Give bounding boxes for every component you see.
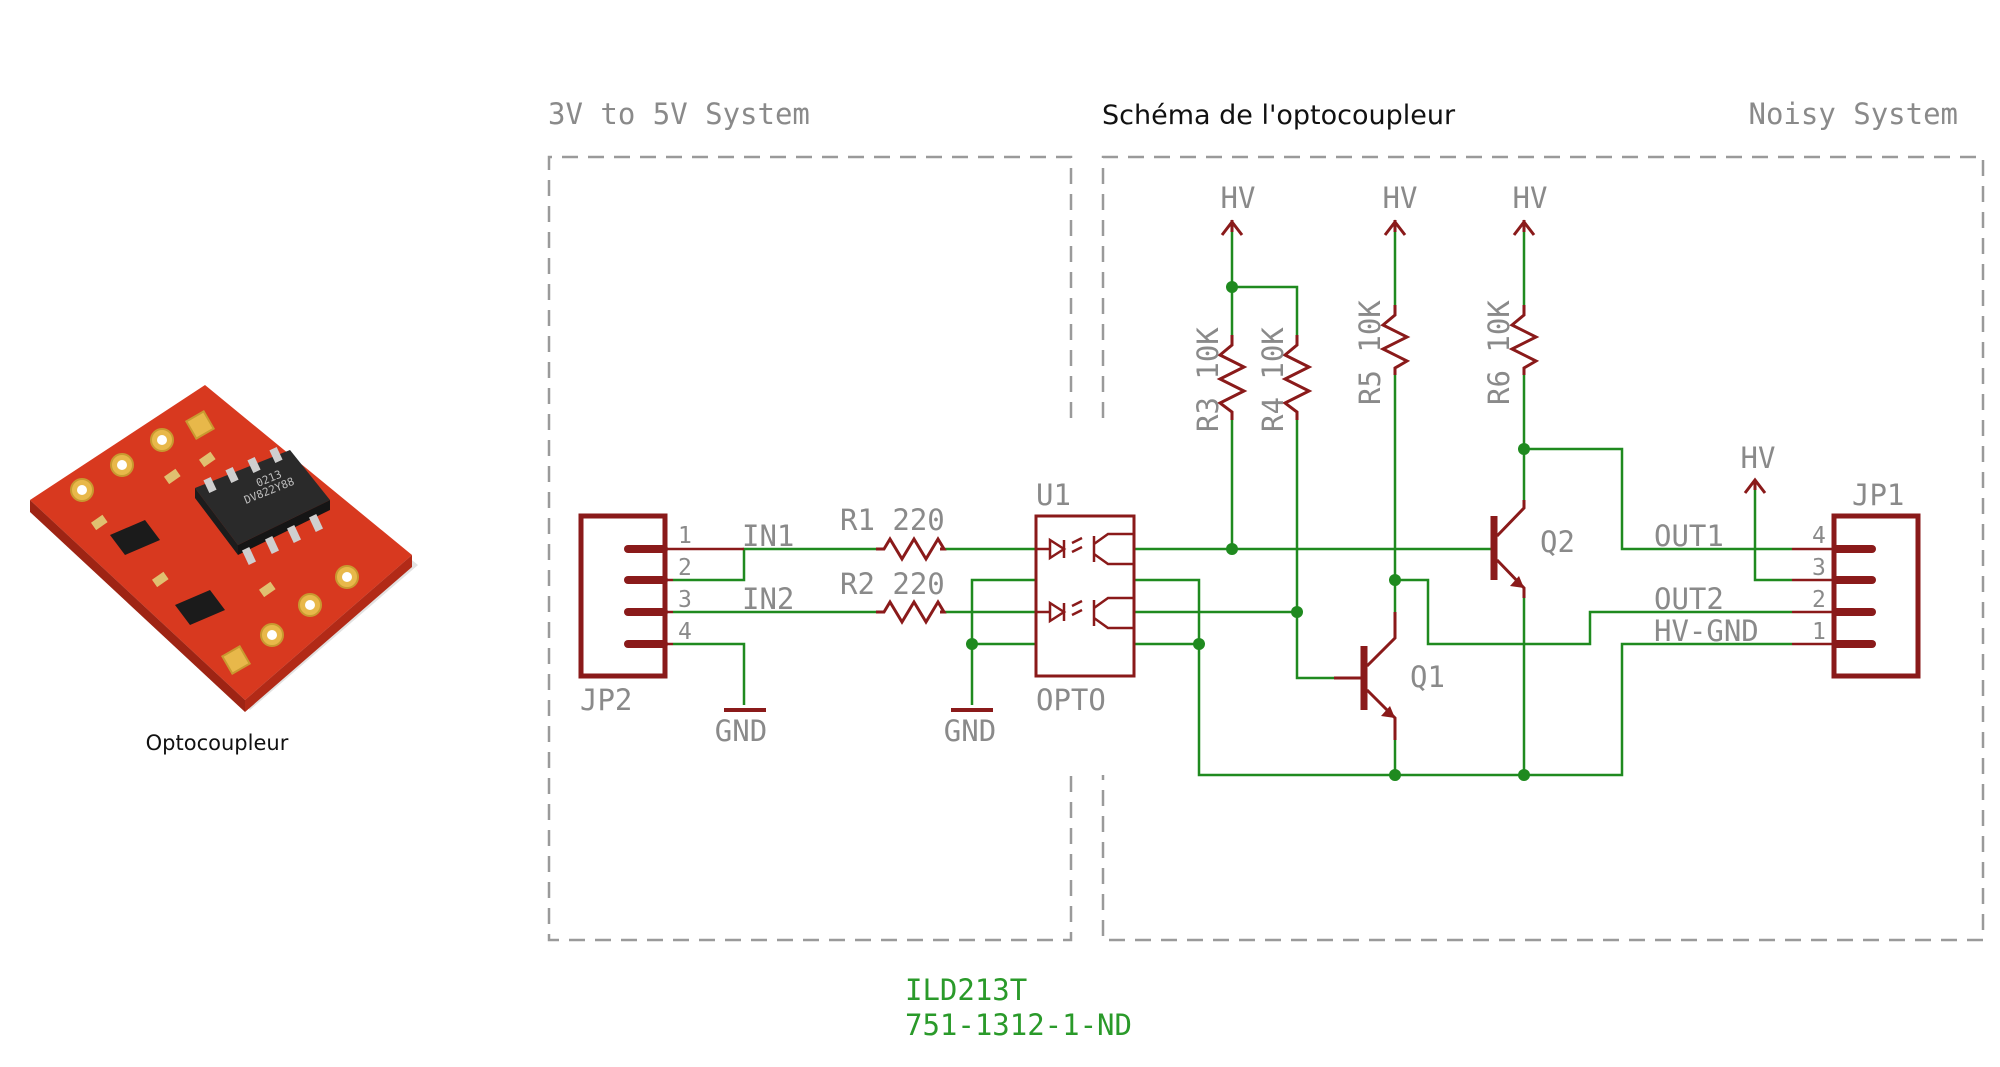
left-system-frame: [547, 155, 1073, 942]
resistor-r5: [1379, 305, 1411, 375]
right-system-frame: [1101, 155, 1985, 942]
junction-dots: [966, 281, 1530, 781]
u1-label: U1: [1036, 478, 1071, 512]
diagram-title: Schéma de l'optocoupleur: [1102, 100, 1456, 131]
wires: [673, 232, 1792, 777]
wire-hv-gnd-bus: [1134, 578, 1792, 777]
resistor-r1: [876, 536, 947, 562]
hv-arrow-r3: [1220, 219, 1244, 236]
transistor-q1: Q1: [1334, 612, 1445, 740]
jp2-pin-4: 4: [678, 619, 692, 645]
board-resistors: [90, 451, 276, 598]
board-edge-right: [245, 555, 412, 712]
hv-arrow-jp1: [1743, 477, 1767, 494]
jp2-pin-1: 1: [678, 523, 692, 549]
resistor-r6: [1508, 305, 1540, 375]
right-frame-label: Noisy System: [1748, 97, 1958, 131]
transistor-q2: Q2: [1490, 500, 1575, 598]
net-label-in2: IN2: [742, 582, 794, 616]
system-frames: [547, 155, 1985, 942]
jp2-connector: 1 2 3 4 JP2: [578, 513, 744, 717]
hv-arrows: [1220, 219, 1767, 494]
board-pads: [70, 409, 359, 676]
jp1-pin-2: 2: [1812, 587, 1826, 613]
hv-arrow-r5: [1383, 219, 1407, 236]
hv-label-r6: HV: [1513, 181, 1548, 215]
r6-label: R6 10K: [1482, 300, 1516, 405]
part-number-line2: 751-1312-1-ND: [905, 1008, 1132, 1042]
hv-label-r5: HV: [1383, 181, 1418, 215]
left-frame-label: 3V to 5V System: [548, 97, 810, 131]
optocoupler-chip: 0213 DV822Y88: [195, 446, 330, 565]
gnd-symbol-jp2: GND: [715, 708, 767, 748]
gnd-symbol-u1: GND: [944, 708, 996, 748]
u1-value: OPTO: [1036, 683, 1106, 717]
jp1-pin-1: 1: [1812, 619, 1826, 645]
q2-label: Q2: [1540, 525, 1575, 559]
resistors-horizontal: [876, 536, 947, 625]
board-edge-left: [30, 500, 245, 712]
resistor-r4: [1281, 335, 1313, 420]
q1-label: Q1: [1410, 660, 1445, 694]
wire-out2: [1395, 578, 1792, 646]
r4-label: R4 10K: [1256, 327, 1290, 432]
resistor-r3: [1216, 335, 1248, 420]
optocoupler-board-photo: 0213 DV822Y88 Optocoupleur: [30, 385, 418, 755]
wire-jp2-gnd: [673, 642, 746, 705]
wire-r4-bottom: [1295, 420, 1334, 680]
resistor-r2: [876, 599, 947, 625]
jp1-pin-4: 4: [1812, 523, 1826, 549]
net-label-out1: OUT1: [1654, 519, 1724, 553]
jp2-pin-3: 3: [678, 587, 692, 613]
wire-r4-top: [1232, 285, 1299, 335]
wire-out1: [1524, 447, 1792, 551]
board-pad-holes: [77, 435, 352, 640]
schematic: 3V to 5V System Schéma de l'optocoupleur…: [547, 97, 1985, 1042]
wire-jp1-hv: [1753, 490, 1792, 582]
hv-label-r3: HV: [1221, 181, 1256, 215]
net-label-hv-gnd: HV-GND: [1654, 614, 1759, 648]
r5-label: R5 10K: [1353, 300, 1387, 405]
board-transistors: [110, 520, 225, 625]
hv-arrow-r6: [1512, 219, 1536, 236]
wire-in1: [673, 547, 876, 582]
r3-label: R3 10K: [1191, 327, 1225, 432]
jp1-connector: 4 3 2 1 JP1: [1792, 478, 1921, 679]
jp2-label: JP2: [580, 683, 632, 717]
jp1-pin-3: 3: [1812, 555, 1826, 581]
jp1-label: JP1: [1852, 478, 1904, 512]
hv-label-jp1: HV: [1741, 441, 1776, 475]
net-label-out2: OUT2: [1654, 582, 1724, 616]
gnd-label-jp2: GND: [715, 714, 767, 748]
part-number-line1: ILD213T: [905, 973, 1027, 1007]
r1-label: R1 220: [840, 503, 945, 537]
resistors-vertical: [1216, 305, 1540, 420]
photo-caption: Optocoupleur: [146, 731, 289, 755]
chip-pins: [203, 446, 324, 565]
gnd-label-u1: GND: [944, 714, 996, 748]
jp2-pin-2: 2: [678, 555, 692, 581]
board-pcb: [30, 385, 412, 700]
net-label-in1: IN1: [742, 519, 794, 553]
wire-led-cathodes-gnd: [970, 578, 1036, 705]
r2-label: R2 220: [840, 567, 945, 601]
u1-optocoupler: U1 OPTO: [1034, 478, 1136, 717]
